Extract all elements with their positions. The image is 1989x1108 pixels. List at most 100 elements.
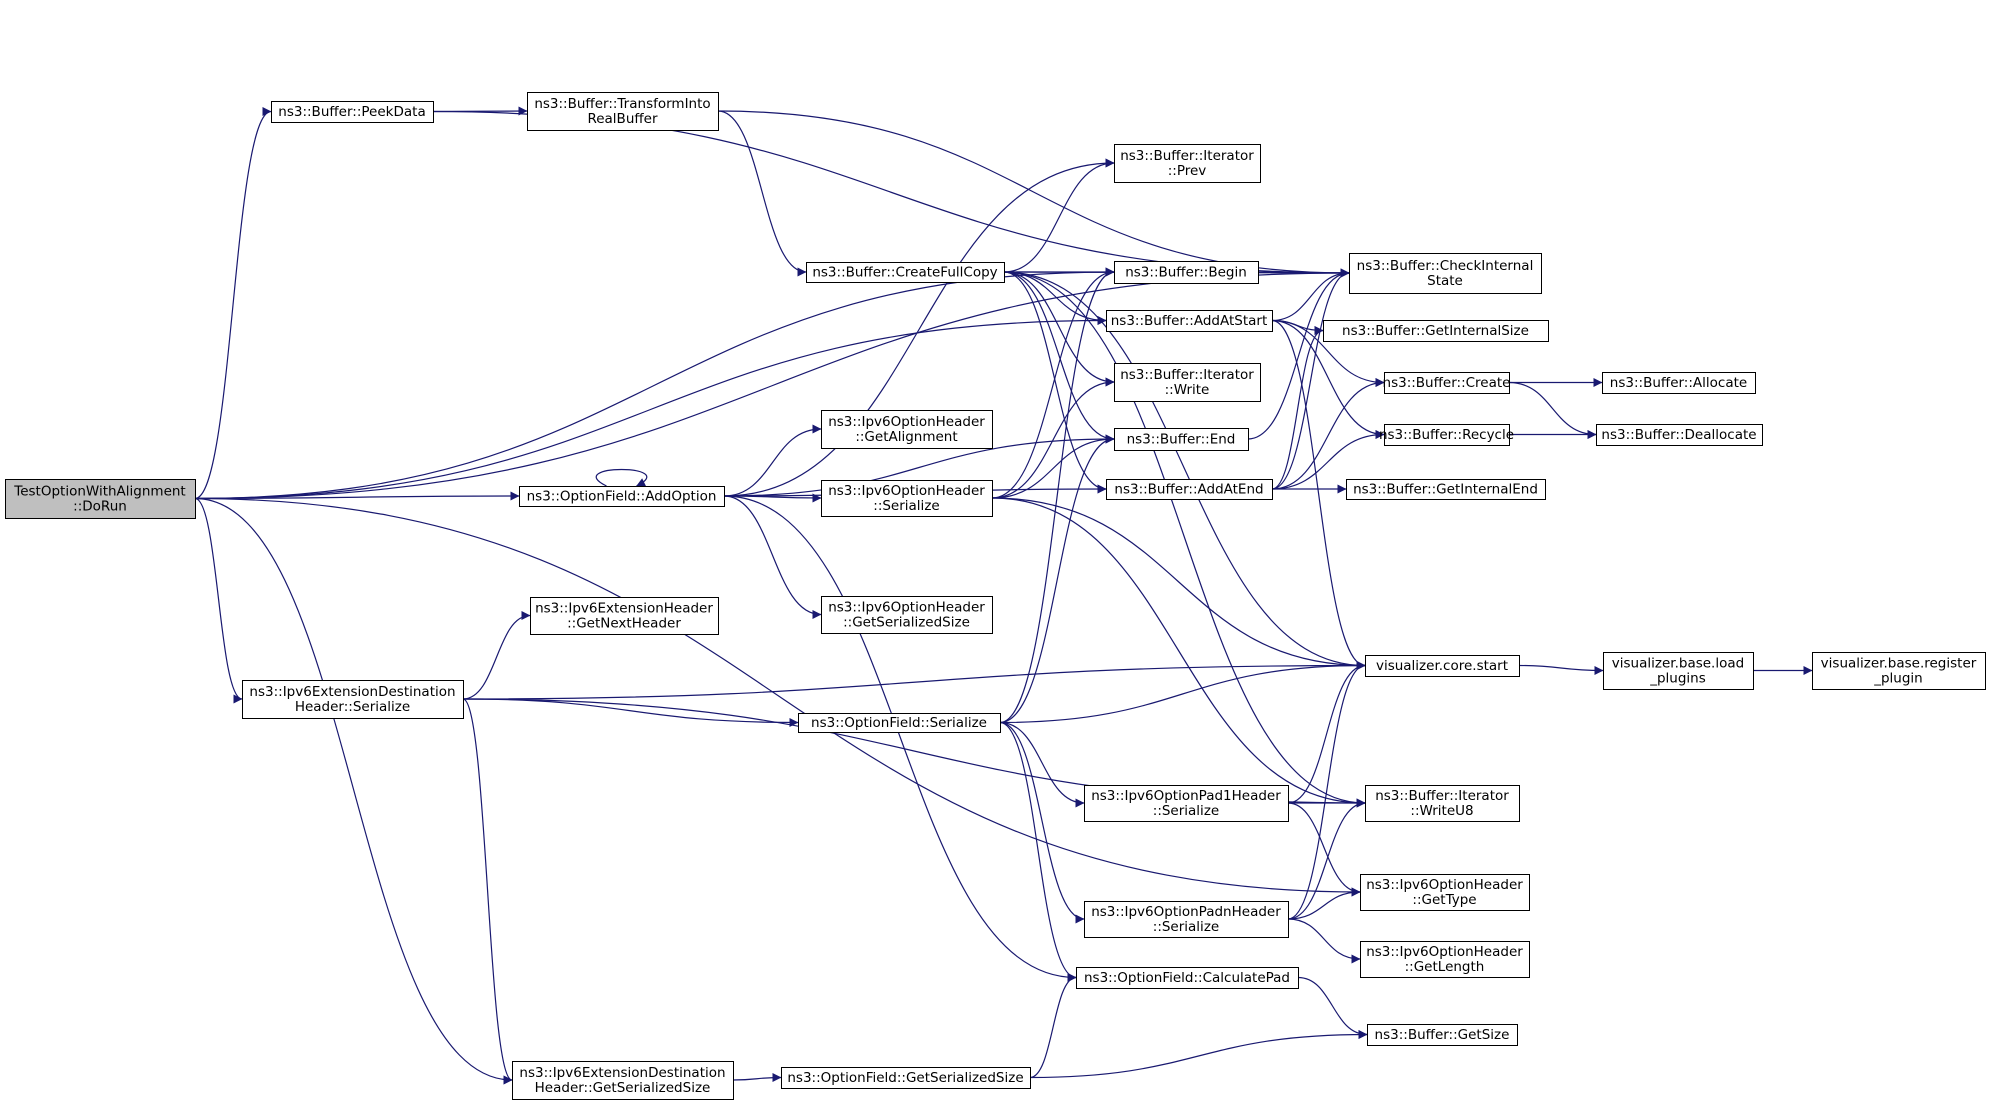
- node-getNextHeader[interactable]: ns3::Ipv6ExtensionHeader::GetNextHeader: [530, 597, 719, 635]
- node-peekData[interactable]: ns3::Buffer::PeekData: [271, 101, 434, 123]
- node-padnSerialize[interactable]: ns3::Ipv6OptionPadnHeader::Serialize: [1084, 901, 1289, 938]
- node-iterWrite[interactable]: ns3::Buffer::Iterator::Write: [1114, 363, 1261, 402]
- edge-optFieldGetSerSize-to-calcPad: [1029, 973, 1077, 1079]
- node-createFullCopy[interactable]: ns3::Buffer::CreateFullCopy: [806, 262, 1005, 283]
- edge-addOption-to-addOption: [595, 468, 648, 487]
- node-box: [821, 410, 993, 449]
- node-label: ns3::Ipv6OptionHeader: [828, 483, 985, 499]
- edge-transform-to-checkInternal: [717, 110, 1350, 278]
- node-label: ns3::Buffer::AddAtEnd: [1114, 482, 1263, 498]
- edge-padnSerialize-to-writeU8: [1287, 798, 1366, 920]
- node-label: Header::Serialize: [295, 699, 410, 715]
- node-begin[interactable]: ns3::Buffer::Begin: [1114, 261, 1259, 284]
- node-vizStart[interactable]: visualizer.core.start: [1365, 655, 1520, 677]
- edge-doRun-to-checkInternal: [194, 268, 1350, 500]
- node-vizLoad[interactable]: visualizer.base.load_plugins: [1603, 652, 1754, 690]
- node-doRun[interactable]: TestOptionWithAlignment::DoRun: [5, 479, 196, 519]
- node-getSize[interactable]: ns3::Buffer::GetSize: [1367, 1024, 1518, 1046]
- node-box: [1323, 320, 1549, 342]
- edge-peekData-to-checkInternal: [432, 110, 1350, 278]
- edge-createFullCopy-to-end: [1003, 271, 1115, 444]
- edge-addAtStart-to-vizStart: [1271, 319, 1366, 670]
- node-getInternalEnd[interactable]: ns3::Buffer::GetInternalEnd: [1346, 479, 1546, 500]
- node-label: ns3::Buffer::Begin: [1125, 265, 1247, 281]
- node-getLength[interactable]: ns3::Ipv6OptionHeader::GetLength: [1360, 941, 1530, 978]
- node-end[interactable]: ns3::Buffer::End: [1114, 428, 1249, 451]
- node-box: [1114, 261, 1259, 284]
- node-label: Header::GetSerializedSize: [535, 1080, 711, 1096]
- edge-createFullCopy-to-iterWrite: [1003, 271, 1115, 387]
- node-allocate[interactable]: ns3::Buffer::Allocate: [1602, 372, 1756, 394]
- edge-addAtStart-to-create: [1271, 319, 1385, 387]
- edge-end-to-checkInternal: [1247, 268, 1350, 440]
- edge-calcPad-to-getSize: [1297, 976, 1368, 1039]
- call-edges: [194, 106, 1813, 1085]
- node-getType[interactable]: ns3::Ipv6OptionHeader::GetType: [1360, 874, 1530, 911]
- node-addOption[interactable]: ns3::OptionField::AddOption: [519, 486, 725, 507]
- edge-addOption-to-iterPrev: [723, 158, 1115, 497]
- node-extDestSerialize[interactable]: ns3::Ipv6ExtensionDestinationHeader::Ser…: [242, 680, 464, 719]
- node-label: visualizer.base.register: [1821, 656, 1977, 672]
- node-label: ns3::Buffer::GetInternalSize: [1342, 323, 1529, 339]
- edge-doRun-to-begin: [194, 267, 1115, 500]
- node-label: ns3::Buffer::Iterator: [1375, 788, 1509, 804]
- edge-addOption-to-optHdrGetSerSize: [723, 495, 822, 619]
- edge-transform-to-createFullCopy: [717, 110, 807, 277]
- node-vizRegister[interactable]: visualizer.base.register_plugin: [1812, 652, 1986, 690]
- node-optFieldSerialize[interactable]: ns3::OptionField::Serialize: [798, 713, 1001, 733]
- edge-optHdrSerialize-to-vizStart: [991, 497, 1366, 670]
- node-iterPrev[interactable]: ns3::Buffer::Iterator::Prev: [1114, 144, 1261, 183]
- edge-pad1Serialize-to-vizStart: [1287, 661, 1366, 804]
- node-label: ::GetLength: [1405, 959, 1485, 975]
- edge-createFullCopy-to-vizStart: [1003, 271, 1366, 670]
- node-optHdrSerialize[interactable]: ns3::Ipv6OptionHeader::Serialize: [821, 480, 993, 517]
- edge-addOption-to-getAlignment: [723, 424, 822, 497]
- node-box: [1367, 1024, 1518, 1046]
- node-label: ns3::OptionField::CalculatePad: [1084, 970, 1290, 986]
- edge-addAtStart-to-recycle: [1271, 319, 1385, 439]
- node-addAtStart[interactable]: ns3::Buffer::AddAtStart: [1106, 310, 1273, 332]
- edge-create-to-deallocate: [1508, 381, 1597, 439]
- node-writeU8[interactable]: ns3::Buffer::Iterator::WriteU8: [1365, 785, 1520, 822]
- node-label: ::Prev: [1168, 163, 1207, 179]
- node-label: ns3::Buffer::Deallocate: [1601, 427, 1756, 443]
- node-label: ns3::OptionField::Serialize: [811, 715, 987, 731]
- node-box: [821, 480, 993, 517]
- node-label: ::Write: [1165, 382, 1210, 398]
- node-label: State: [1427, 273, 1463, 289]
- edge-optHdrSerialize-to-end: [991, 434, 1115, 499]
- node-create[interactable]: ns3::Buffer::Create: [1383, 372, 1511, 394]
- node-box: [530, 597, 719, 635]
- node-label: ns3::Buffer::Recycle: [1379, 427, 1514, 443]
- edge-padnSerialize-to-vizStart: [1287, 661, 1366, 920]
- node-recycle[interactable]: ns3::Buffer::Recycle: [1379, 424, 1514, 446]
- node-label: ns3::OptionField::GetSerializedSize: [787, 1070, 1023, 1086]
- node-pad1Serialize[interactable]: ns3::Ipv6OptionPad1Header::Serialize: [1084, 785, 1289, 822]
- node-optFieldGetSerSize[interactable]: ns3::OptionField::GetSerializedSize: [781, 1067, 1031, 1089]
- edge-extDestGetSerSize-to-optFieldGetSerSize: [732, 1073, 782, 1083]
- node-label: ns3::Ipv6OptionHeader: [828, 600, 985, 616]
- node-box: [821, 596, 993, 634]
- node-getInternalSize[interactable]: ns3::Buffer::GetInternalSize: [1323, 320, 1549, 342]
- node-box: [1346, 479, 1546, 500]
- edge-vizStart-to-vizLoad: [1518, 664, 1604, 675]
- node-deallocate[interactable]: ns3::Buffer::Deallocate: [1596, 424, 1763, 446]
- node-box: [1084, 901, 1289, 938]
- node-addAtEnd[interactable]: ns3::Buffer::AddAtEnd: [1106, 479, 1273, 500]
- node-calcPad[interactable]: ns3::OptionField::CalculatePad: [1076, 967, 1299, 989]
- node-label: ns3::Ipv6OptionHeader: [1366, 877, 1523, 893]
- edge-extDestSerialize-to-vizStart: [462, 661, 1366, 700]
- node-label: ns3::Ipv6ExtensionDestination: [519, 1065, 725, 1081]
- node-label: ::GetType: [1412, 892, 1476, 908]
- node-getAlignment[interactable]: ns3::Ipv6OptionHeader::GetAlignment: [821, 410, 993, 449]
- node-label: ns3::Ipv6ExtensionDestination: [249, 684, 455, 700]
- edge-optFieldSerialize-to-padnSerialize: [999, 721, 1085, 924]
- node-label: ::GetAlignment: [855, 429, 957, 445]
- node-label: ns3::Ipv6OptionHeader: [1366, 944, 1523, 960]
- node-label: ns3::Ipv6OptionPad1Header: [1091, 788, 1281, 804]
- node-optHdrGetSerSize[interactable]: ns3::Ipv6OptionHeader::GetSerializedSize: [821, 596, 993, 634]
- node-label: ::Serialize: [1153, 919, 1219, 935]
- node-extDestGetSerSize[interactable]: ns3::Ipv6ExtensionDestinationHeader::Get…: [512, 1061, 734, 1100]
